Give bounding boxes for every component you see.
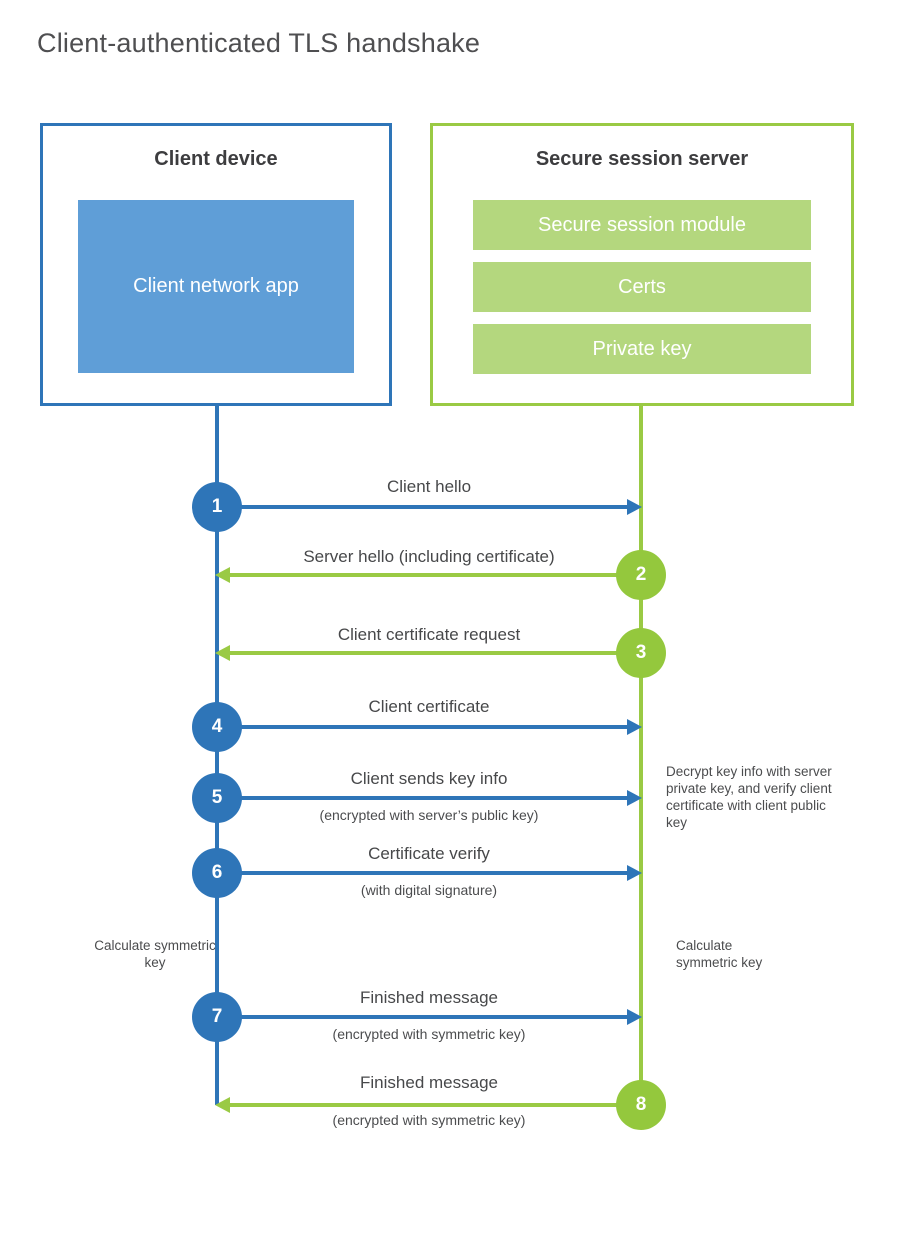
page-title: Client-authenticated TLS handshake [37,28,481,58]
message-label-2: Server hello (including certificate) [303,547,555,566]
arrowhead-right-icon [627,865,642,881]
server-calculate-symmetric-key-note: Calculate symmetric key [676,938,763,970]
step-circle-1: 1 [192,482,242,532]
message-label-7: Finished message [360,988,498,1007]
step-number-8: 8 [635,1094,647,1115]
step-circle-6: 6 [192,848,242,898]
arrow-6 [219,871,627,875]
message-label-8: Finished message [360,1073,498,1092]
arrow-2 [229,573,641,577]
server-module-private-key: Private key [473,324,811,374]
step-circle-4: 4 [192,702,242,752]
server-module-secure-session: Secure session module [473,200,811,250]
server-lifeline [639,403,643,1105]
arrow-8 [229,1103,641,1107]
arrow-1 [219,505,627,509]
message-sub-8: (encrypted with symmetric key) [332,1112,526,1128]
message-label-5: Client sends key info [350,769,508,788]
message-sub-6: (with digital signature) [360,882,498,898]
message-label-4: Client certificate [368,697,490,716]
arrowhead-left-icon [215,645,230,661]
step-circle-5: 5 [192,773,242,823]
message-label-6: Certificate verify [368,844,490,863]
step-number-7: 7 [211,1006,223,1027]
arrowhead-right-icon [627,719,642,735]
arrow-3 [229,651,641,655]
arrow-4 [219,725,627,729]
step-circle-3: 3 [616,628,666,678]
arrow-7 [219,1015,627,1019]
message-label-3: Client certificate request [337,625,521,644]
step-number-2: 2 [635,564,647,585]
arrowhead-right-icon [627,499,642,515]
step-circle-8: 8 [616,1080,666,1130]
client-calculate-symmetric-key-note: Calculate symmetric key [94,938,216,970]
arrowhead-right-icon [627,790,642,806]
secure-session-server-title: Secure session server [535,148,749,170]
arrowhead-right-icon [627,1009,642,1025]
server-module-certs: Certs [473,262,811,312]
arrowhead-left-icon [215,567,230,583]
message-sub-7: (encrypted with symmetric key) [332,1026,526,1042]
step-number-5: 5 [211,787,223,808]
message-label-1: Client hello [386,477,472,496]
arrowhead-left-icon [215,1097,230,1113]
step-number-4: 4 [211,716,223,737]
client-device-title: Client device [154,148,278,170]
client-network-app-label: Client network app [133,275,299,297]
step-circle-7: 7 [192,992,242,1042]
message-sub-5: (encrypted with server’s public key) [319,807,539,823]
server-decrypt-note: Decrypt key info with server private key… [666,764,832,830]
step-number-6: 6 [211,862,223,883]
step-circle-2: 2 [616,550,666,600]
client-network-app-box: Client network app [78,200,354,373]
step-number-3: 3 [635,642,647,663]
arrow-5 [219,796,627,800]
step-number-1: 1 [211,496,223,517]
client-lifeline [215,403,219,1105]
